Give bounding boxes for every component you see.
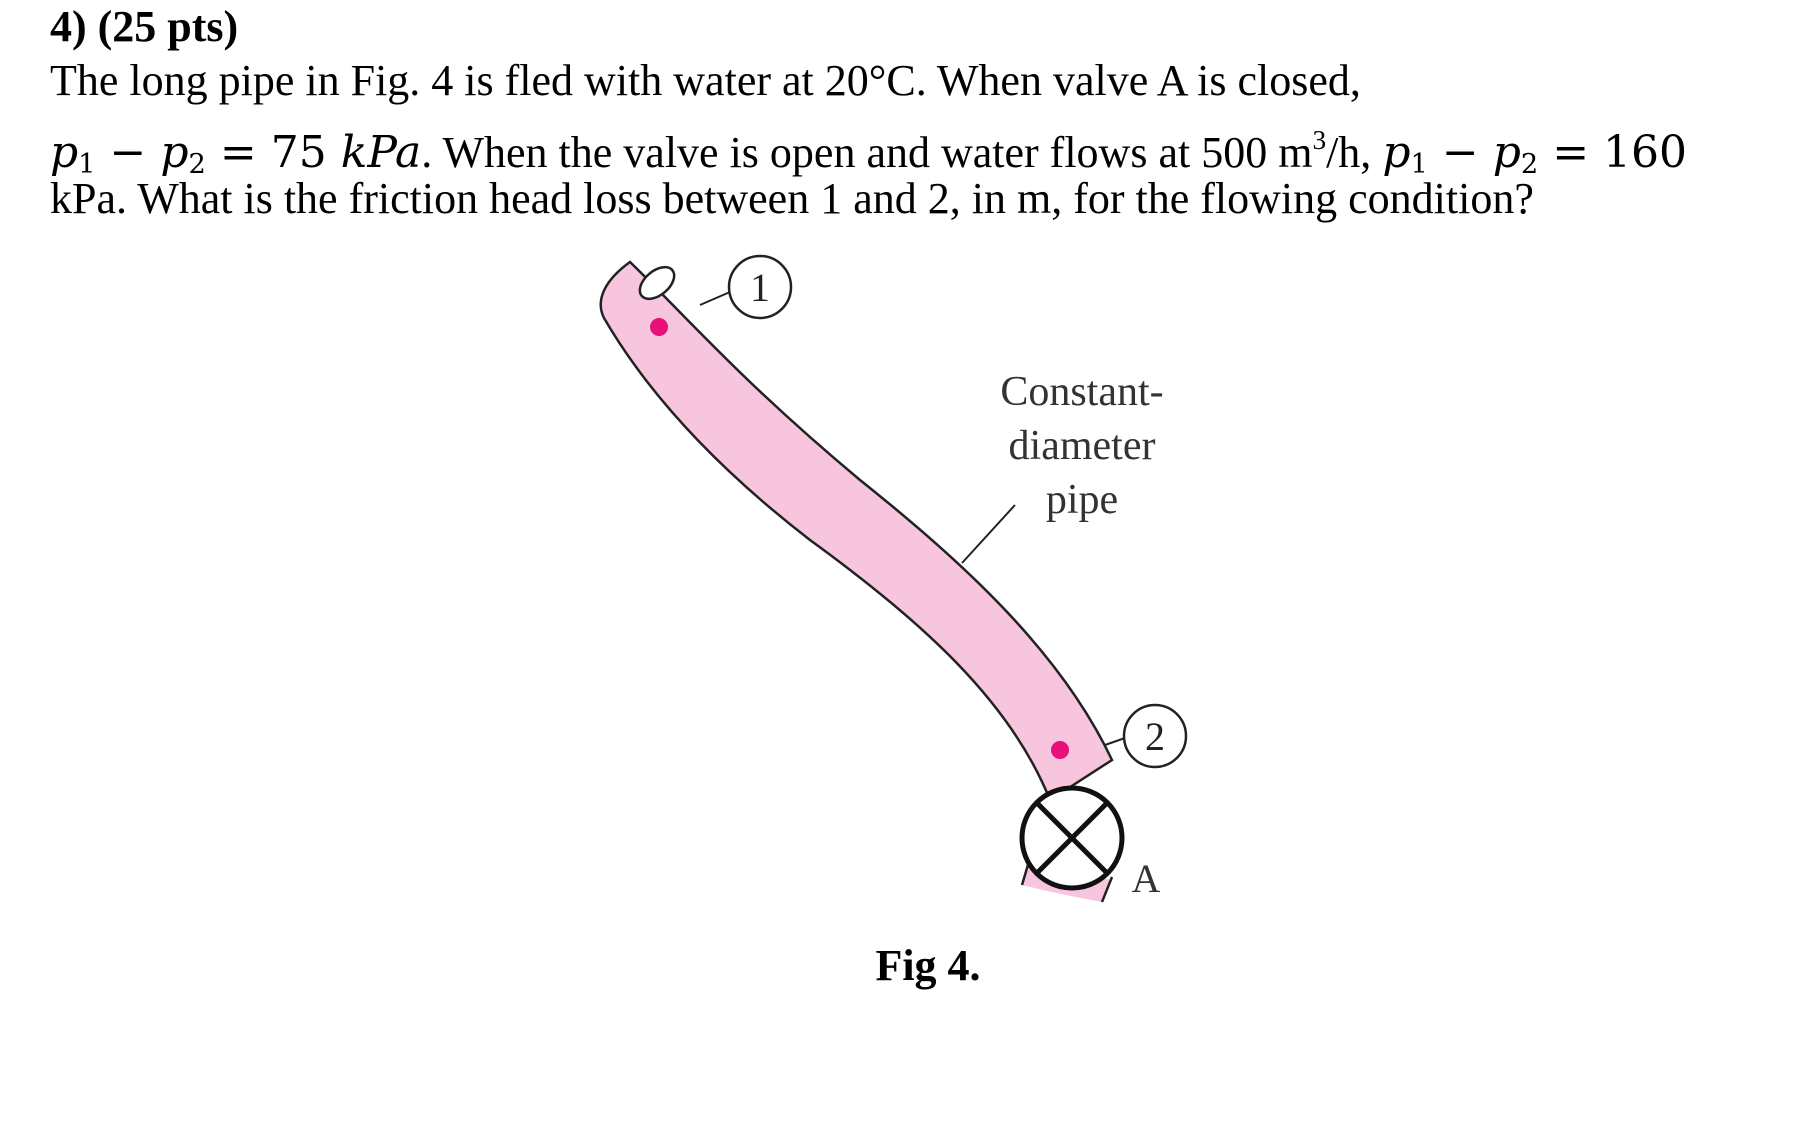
pipe-inlet-opening — [638, 265, 676, 301]
figure-caption: Fig 4. — [875, 941, 980, 990]
problem-line-2: p1 − p2 = 75 kPa. When the valve is open… — [50, 113, 1687, 192]
pipe-label-line-2: diameter — [1009, 423, 1156, 469]
p1-symbol: p — [50, 127, 79, 178]
p1-symbol-b: p — [1382, 127, 1411, 178]
p1-subscript-b: 1 — [1410, 149, 1428, 180]
pipe-body — [599, 260, 1114, 802]
point-1-label: 1 — [750, 265, 770, 310]
p2-subscript-b: 2 — [1520, 149, 1539, 180]
problem-line-1: The long pipe in Fig. 4 is fled with wat… — [50, 56, 1361, 105]
point-2-circle — [1122, 703, 1188, 769]
p2-symbol: p — [160, 127, 189, 178]
p2-subscript: 2 — [188, 149, 206, 180]
pipe-label-line-3: pipe — [1046, 477, 1118, 523]
valve-a-cross-2 — [1035, 801, 1109, 875]
p1-subscript: 1 — [78, 149, 96, 180]
pipe-label-line-1: Constant- — [1000, 369, 1163, 415]
pipe-label-leader — [961, 504, 1016, 564]
point-1-leader — [699, 291, 731, 306]
point-1-circle — [727, 254, 793, 320]
valve-a-label: A — [1132, 856, 1161, 901]
point-2-leader — [1104, 737, 1126, 746]
cubed-superscript: 3 — [1312, 125, 1327, 155]
pipe-outlet-edge-right — [1100, 876, 1114, 903]
minus-sign-b: − — [1427, 127, 1493, 178]
equals-75: = 75 — [205, 127, 341, 178]
problem-heading: 4) (25 pts) — [50, 2, 239, 51]
point-1-marker — [650, 318, 668, 336]
problem-line-2-text: . When the valve is open and water flows… — [421, 128, 1313, 177]
minus-sign: − — [95, 127, 161, 178]
kpa-unit: kPa — [340, 127, 422, 178]
problem-line-2-text-2: /h, — [1326, 128, 1383, 177]
problem-line-3: kPa. What is the friction head loss betw… — [50, 174, 1534, 223]
point-2-label: 2 — [1145, 714, 1165, 759]
p2-symbol-b: p — [1492, 127, 1521, 178]
equals-160: = 160 — [1538, 127, 1688, 178]
point-2-marker — [1051, 741, 1069, 759]
